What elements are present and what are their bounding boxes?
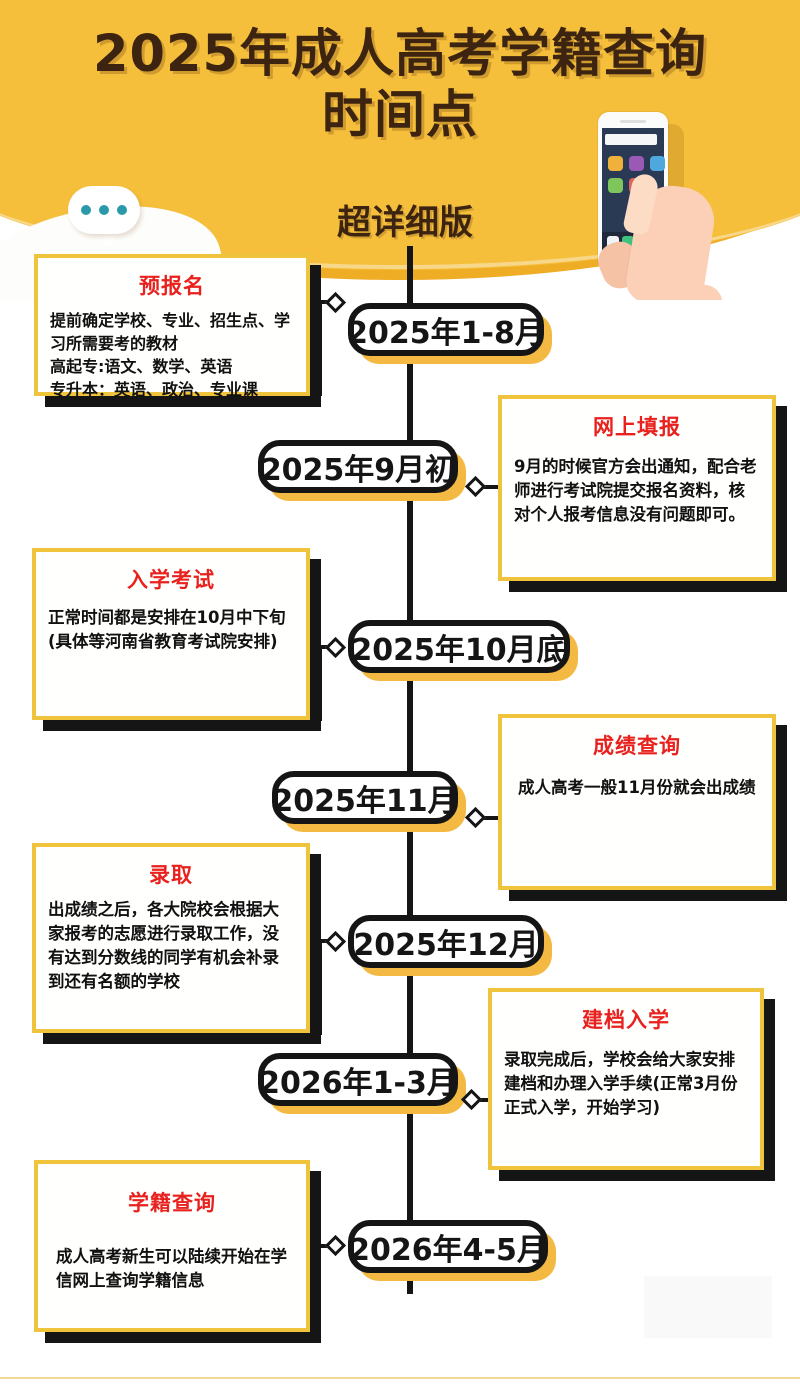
timeline-date-pill[interactable]: 2025年11月 xyxy=(272,771,458,824)
card-connector-vertical xyxy=(318,300,322,396)
card-connector-horizontal xyxy=(480,816,506,820)
timeline-date-label: 2025年11月 xyxy=(272,783,458,819)
timeline-date-label: 2026年4-5月 xyxy=(349,1232,547,1268)
card-body: 成人高考一般11月份就会出成绩 xyxy=(518,778,756,797)
page-title-line2: 时间点 xyxy=(321,86,478,145)
timeline-date-label: 2025年1-8月 xyxy=(347,315,545,351)
timeline-date-label: 2026年1-3月 xyxy=(259,1065,457,1101)
phone-speaker xyxy=(620,120,646,123)
card-title: 成绩查询 xyxy=(593,734,681,758)
phone-app-icon xyxy=(629,156,644,171)
card-body: 成人高考新生可以陆续开始在学信网上查询学籍信息 xyxy=(56,1247,287,1290)
phone-search-bar xyxy=(605,134,657,145)
timeline-date-label: 2025年9月初 xyxy=(260,452,456,488)
timeline-node-diamond xyxy=(460,1088,483,1111)
card-body: 正常时间都是安排在10月中下旬(具体等河南省教育考试院安排) xyxy=(48,608,286,651)
timeline-date-label: 2025年10月底 xyxy=(351,632,567,668)
timeline-date-label: 2025年12月 xyxy=(353,927,539,963)
timeline-date-pill[interactable]: 2026年1-3月 xyxy=(258,1053,458,1106)
background-watermark xyxy=(644,1276,772,1338)
card-title: 预报名 xyxy=(139,274,205,298)
timeline-node-diamond xyxy=(324,930,347,953)
header-bottom-accent-line xyxy=(0,0,800,269)
card-connector-horizontal xyxy=(480,485,506,489)
timeline-node-diamond xyxy=(324,636,347,659)
timeline-card[interactable]: 录取 出成绩之后，各大院校会根据大家报考的志愿进行录取工作，没有达到分数线的同学… xyxy=(32,843,310,1033)
page-title-line1: 2025年成人高考学籍查询 xyxy=(93,25,707,84)
card-connector-vertical xyxy=(318,939,322,1035)
timeline-node-diamond xyxy=(464,475,487,498)
chat-bubble-dot xyxy=(99,205,109,215)
page-subtitle: 超详细版 xyxy=(337,203,473,243)
card-title: 建档入学 xyxy=(582,1008,670,1032)
timeline-date-pill[interactable]: 2025年12月 xyxy=(348,915,544,968)
card-body: 录取完成后，学校会给大家安排建档和办理入学手续(正常3月份正式入学，开始学习) xyxy=(504,1050,738,1117)
card-connector-vertical xyxy=(318,645,322,721)
chat-bubble-dot xyxy=(117,205,127,215)
timeline-card[interactable]: 建档入学 录取完成后，学校会给大家安排建档和办理入学手续(正常3月份正式入学，开… xyxy=(488,988,764,1170)
timeline-card[interactable]: 网上填报 9月的时候官方会出通知，配合老师进行考试院提交报名资料，核对个人报考信… xyxy=(498,395,776,581)
chat-bubble-icon xyxy=(68,186,140,234)
page-title: 2025年成人高考学籍查询 时间点 xyxy=(0,24,800,146)
timeline-date-pill[interactable]: 2025年1-8月 xyxy=(347,303,545,356)
timeline-card[interactable]: 学籍查询 成人高考新生可以陆续开始在学信网上查询学籍信息 xyxy=(34,1160,310,1332)
footer-divider xyxy=(0,1377,800,1379)
timeline-node-diamond xyxy=(464,806,487,829)
phone-app-icon xyxy=(608,156,623,171)
card-body: 提前确定学校、专业、招生点、学习所需要考的教材 高起专:语文、数学、英语 专升本… xyxy=(50,311,291,399)
timeline-card[interactable]: 预报名 提前确定学校、专业、招生点、学习所需要考的教材 高起专:语文、数学、英语… xyxy=(34,254,310,399)
card-title: 入学考试 xyxy=(127,568,215,592)
phone-app-icon xyxy=(650,156,665,171)
timeline-card[interactable]: 入学考试 正常时间都是安排在10月中下旬(具体等河南省教育考试院安排) xyxy=(32,548,310,720)
chat-bubble-dot xyxy=(81,205,91,215)
timeline-card[interactable]: 成绩查询 成人高考一般11月份就会出成绩 xyxy=(498,714,776,890)
timeline-node-diamond xyxy=(324,1234,347,1257)
timeline-date-pill[interactable]: 2025年10月底 xyxy=(348,620,570,673)
header-banner: 2025年成人高考学籍查询 时间点 超详细版 xyxy=(0,0,800,300)
card-title: 录取 xyxy=(149,863,193,887)
card-title: 网上填报 xyxy=(593,415,681,439)
card-body: 出成绩之后，各大院校会根据大家报考的志愿进行录取工作，没有达到分数线的同学有机会… xyxy=(48,900,279,991)
card-title: 学籍查询 xyxy=(128,1191,216,1215)
card-body: 9月的时候官方会出通知，配合老师进行考试院提交报名资料，核对个人报考信息没有问题… xyxy=(514,457,757,524)
timeline-date-pill[interactable]: 2026年4-5月 xyxy=(348,1220,548,1273)
timeline-date-pill[interactable]: 2025年9月初 xyxy=(258,440,458,493)
timeline-spine xyxy=(407,246,413,1294)
phone-app-icon xyxy=(608,178,623,193)
